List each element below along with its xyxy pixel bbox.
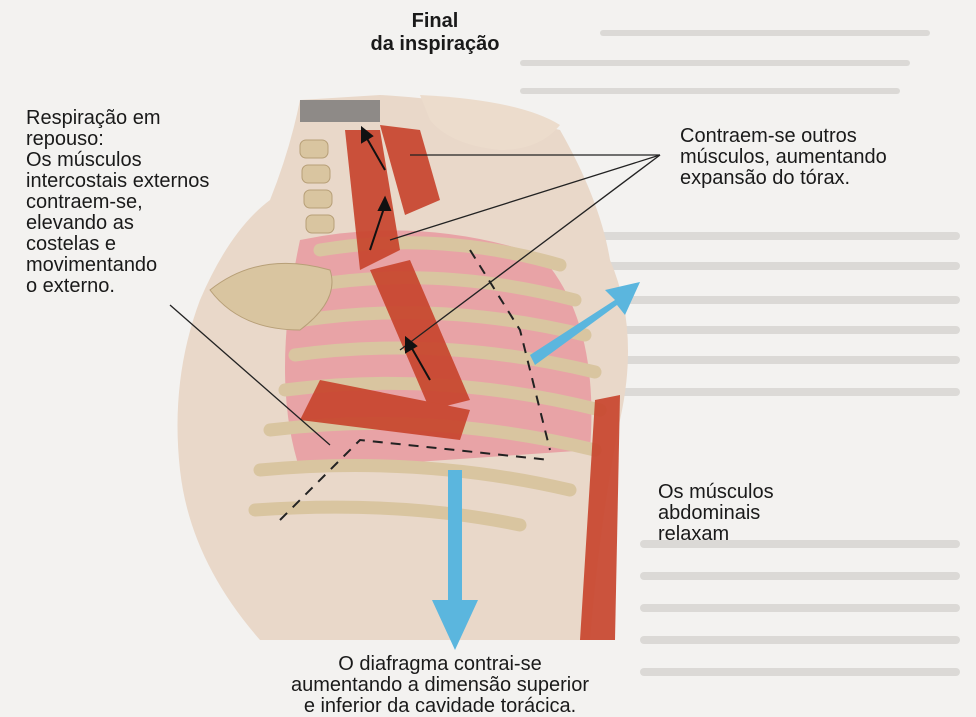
other-muscles-callout: Contraem-se outros músculos, aumentando … <box>680 126 970 189</box>
title-line-1: Final <box>360 10 510 33</box>
diaphragm-callout: O diafragma contrai-se aumentando a dime… <box>180 654 700 717</box>
resting-respiration-callout: Respiração em repouso: Os músculos inter… <box>26 108 296 297</box>
title-line-2: da inspiração <box>360 33 510 56</box>
diagram-title: Final da inspiração <box>360 10 510 56</box>
abdominal-muscles-callout: Os músculos abdominais relaxam <box>658 482 858 545</box>
hair <box>300 100 380 122</box>
